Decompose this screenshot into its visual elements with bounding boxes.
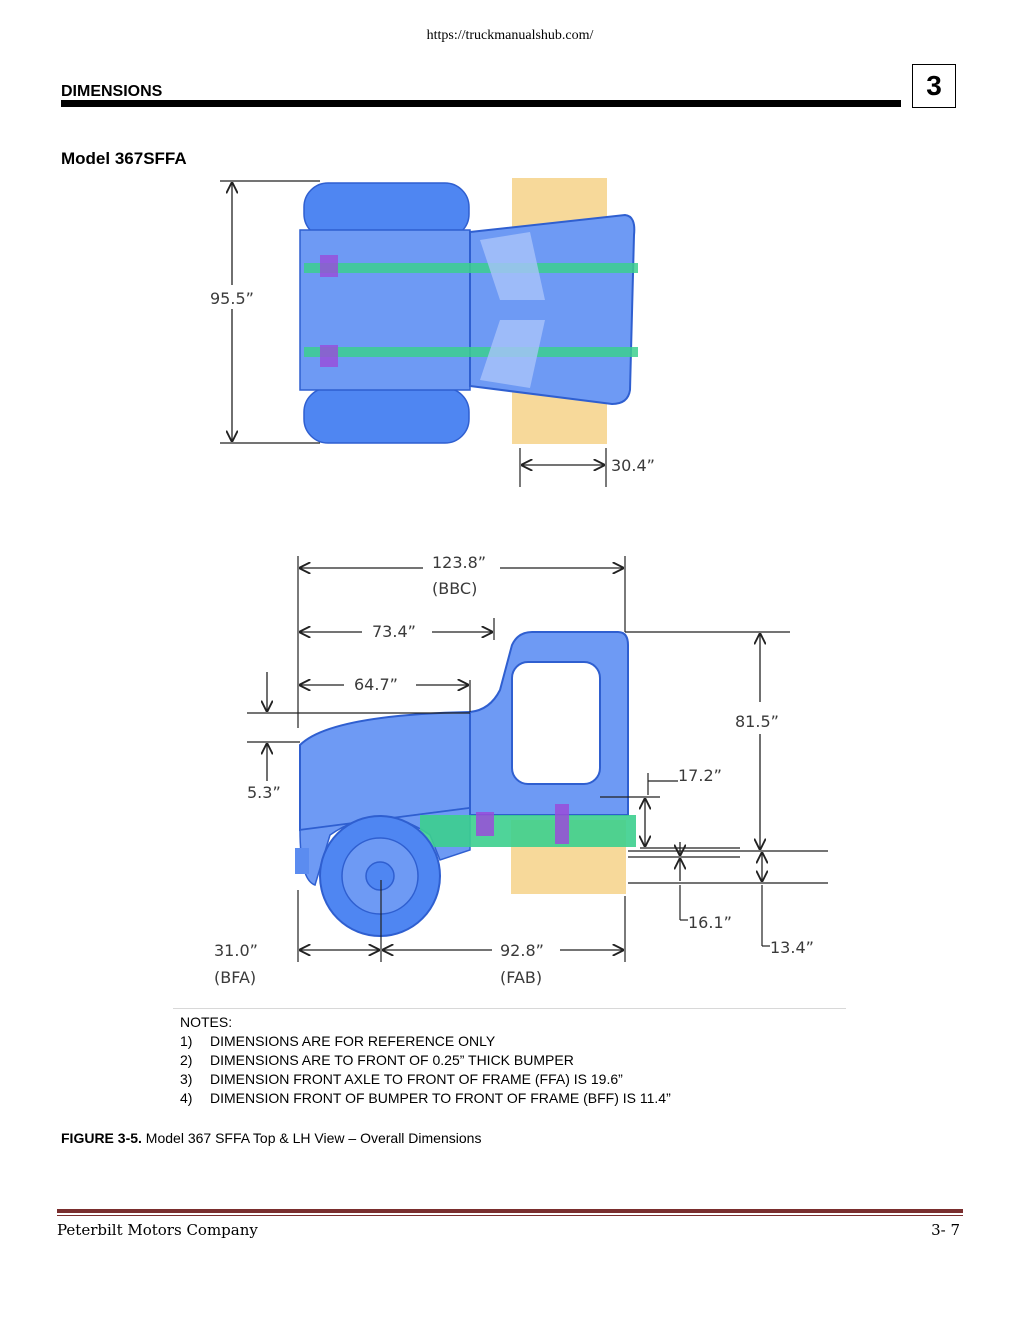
dim-bbc-tag: (BBC) — [432, 579, 477, 598]
figure-label: FIGURE 3-5. — [61, 1130, 142, 1146]
dim-bfa-tag: (BFA) — [214, 968, 256, 987]
dim-17-2: 17.2” — [678, 766, 722, 785]
dim-16-1: 16.1” — [688, 913, 732, 932]
section-rule — [61, 100, 901, 107]
frame-rail-top-lower — [304, 347, 638, 357]
footer-page-number: 3- 7 — [931, 1221, 960, 1239]
front-bumper-side — [295, 848, 309, 874]
note-text: DIMENSIONS ARE TO FRONT OF 0.25” THICK B… — [210, 1052, 574, 1068]
note-item: 1) DIMENSIONS ARE FOR REFERENCE ONLY — [180, 1032, 671, 1051]
notes-divider — [173, 1008, 846, 1009]
dim-73-4: 73.4” — [372, 622, 416, 641]
dim-bfa-value: 31.0” — [214, 941, 258, 960]
notes-block: NOTES: 1) DIMENSIONS ARE FOR REFERENCE O… — [180, 1013, 671, 1108]
front-tire-top-lower — [303, 387, 470, 444]
note-item: 4) DIMENSION FRONT OF BUMPER TO FRONT OF… — [180, 1089, 671, 1108]
figure-caption: FIGURE 3-5. Model 367 SFFA Top & LH View… — [61, 1130, 481, 1146]
top-view-dimensions — [205, 180, 607, 487]
footer-rule — [57, 1209, 963, 1213]
note-number: 1) — [180, 1033, 193, 1049]
note-item: 3) DIMENSION FRONT AXLE TO FRONT OF FRAM… — [180, 1070, 671, 1089]
frame-side — [420, 815, 636, 847]
chapter-number: 3 — [912, 64, 956, 108]
dimension-figure: 95.5” 30.4” — [205, 178, 828, 987]
figure-caption-text: Model 367 SFFA Top & LH View – Overall D… — [141, 1130, 482, 1146]
source-url[interactable]: https://truckmanualshub.com/ — [426, 28, 594, 43]
dim-fab-value: 92.8” — [500, 941, 544, 960]
dim-5-3: 5.3” — [247, 783, 281, 802]
frame-rail-top-upper — [304, 263, 638, 273]
note-text: DIMENSIONS ARE FOR REFERENCE ONLY — [210, 1033, 496, 1049]
notes-heading: NOTES: — [180, 1014, 233, 1030]
note-text: DIMENSION FRONT AXLE TO FRONT OF FRAME (… — [210, 1071, 623, 1087]
dim-13-4: 13.4” — [770, 938, 814, 957]
model-title: Model 367SFFA — [61, 149, 187, 168]
note-text: DIMENSION FRONT OF BUMPER TO FRONT OF FR… — [210, 1090, 671, 1106]
note-item: 2) DIMENSIONS ARE TO FRONT OF 0.25” THIC… — [180, 1051, 671, 1070]
dim-bbc-value: 123.8” — [432, 553, 486, 572]
cab-door-window — [511, 661, 601, 785]
dim-rear-overhang: 30.4” — [611, 456, 655, 475]
footer-rule-thin — [57, 1215, 963, 1216]
note-number: 3) — [180, 1071, 193, 1087]
note-number: 2) — [180, 1052, 193, 1068]
side-view-drawing — [295, 631, 636, 937]
dim-81-5: 81.5” — [735, 712, 779, 731]
note-number: 4) — [180, 1090, 193, 1106]
dim-64-7: 64.7” — [354, 675, 398, 694]
footer-company: Peterbilt Motors Company — [57, 1221, 258, 1239]
section-title: DIMENSIONS — [61, 83, 163, 100]
top-view-drawing — [299, 178, 638, 444]
side-view-dimensions — [247, 556, 828, 962]
dim-overall-width: 95.5” — [210, 289, 254, 308]
dim-fab-tag: (FAB) — [500, 968, 542, 987]
